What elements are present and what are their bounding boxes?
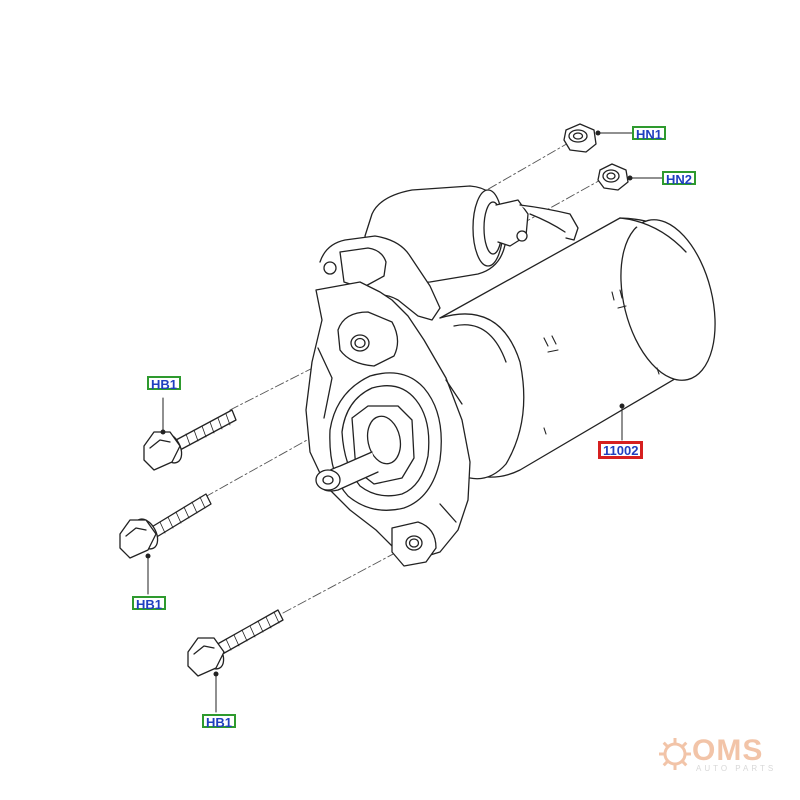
callout-leaders [147, 132, 663, 713]
gear-icon [659, 738, 691, 770]
callout-part-11002: 11002 [598, 441, 644, 459]
yoke-slots [543, 289, 660, 435]
watermark-brand: OMS [692, 734, 764, 767]
bolt-hb1-bottom [187, 609, 284, 677]
callout-hn2: HN2 [662, 171, 697, 187]
oms-watermark-logo: OMS AUTO PARTS [655, 730, 780, 780]
callout-hb1-mid: HB1 [132, 596, 167, 612]
bolt-hb1-top [143, 409, 237, 471]
starter-motor-body [305, 185, 716, 567]
nut-hn1 [563, 123, 597, 153]
callout-hn1: HN1 [632, 126, 667, 142]
watermark-tagline: AUTO PARTS [696, 764, 777, 773]
nut-hn2 [597, 163, 629, 191]
bolt-hb1-mid [119, 493, 212, 559]
callout-hb1-bottom: HB1 [202, 714, 237, 730]
callout-hb1-top: HB1 [147, 376, 182, 392]
callout-dots [145, 130, 633, 677]
